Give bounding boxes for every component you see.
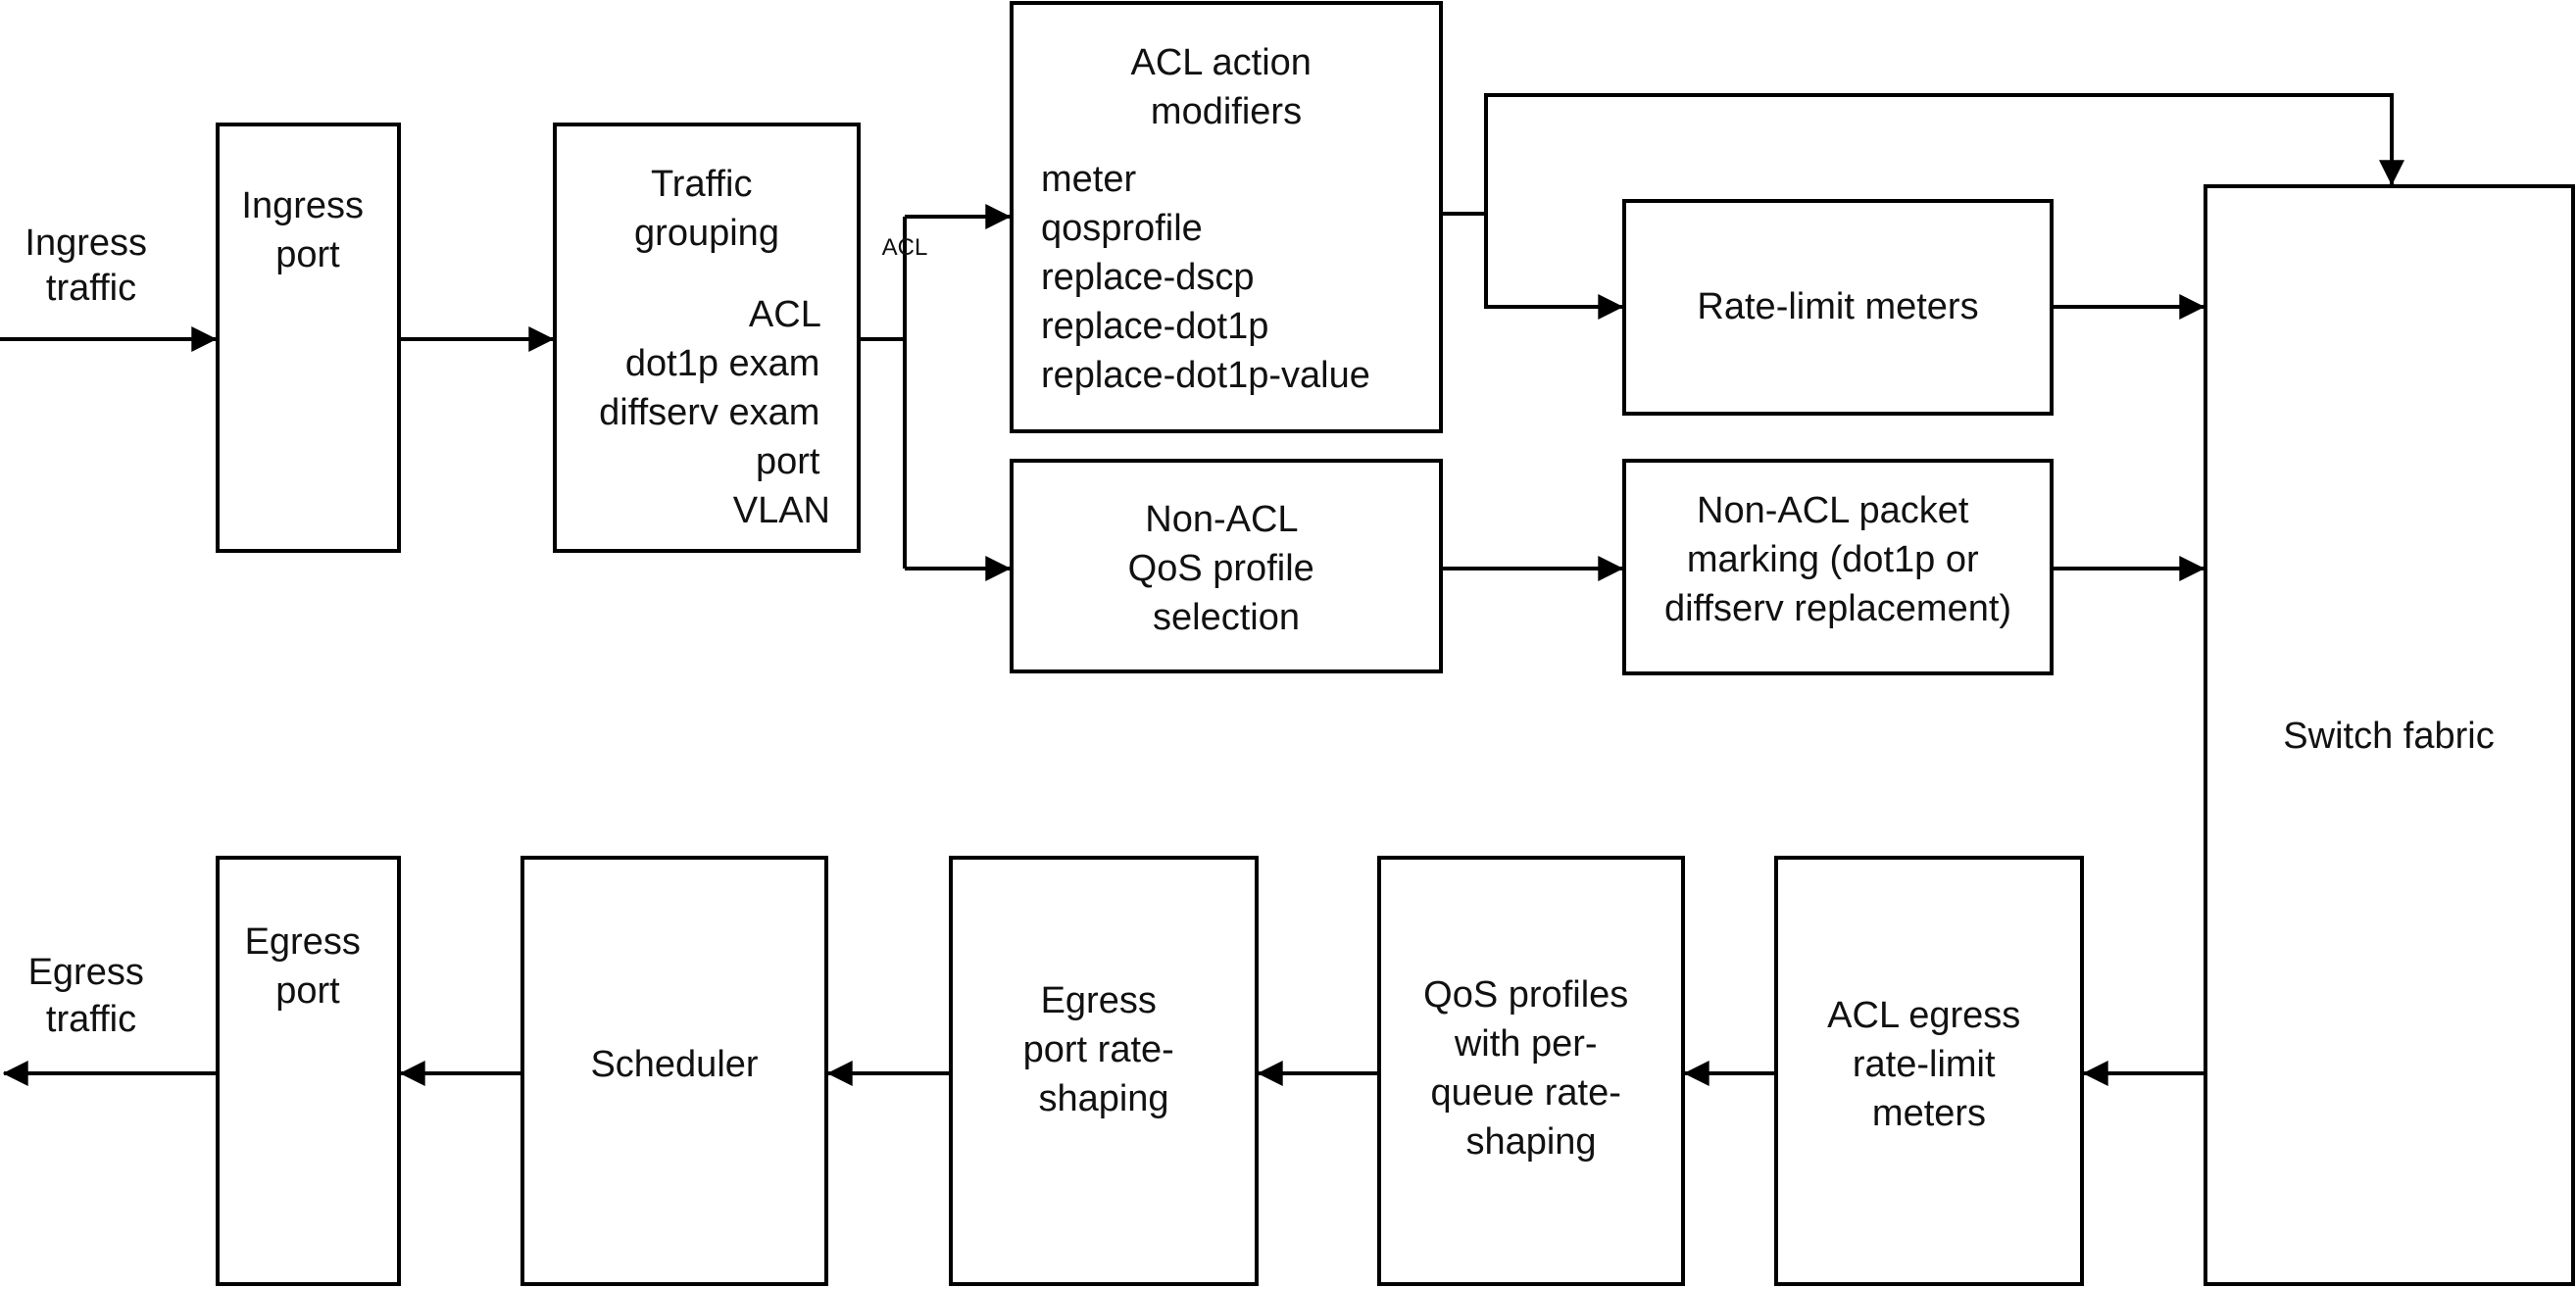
acl-action-modifiers-title: ACL action modifiers [1130,42,1321,132]
acl-action-modifiers-box [1010,1,1443,433]
ingress-port-box [216,123,401,553]
acl-branch-label: ACL [882,234,928,261]
switch-fabric-label: Switch fabric [2283,716,2494,757]
traffic-grouping-title: Traffic grouping [634,164,779,254]
acl-egress-meters-label: ACL egress rate-limit meters [1827,995,2031,1134]
qos-profiles-shaping-label: QoS profiles with per- queue rate- shapi… [1423,974,1639,1163]
acl-action-modifiers-list: meter qosprofile replace-dscp replace-do… [1041,159,1370,396]
egress-port-shaping-box [949,856,1259,1286]
switch-fabric-box [2204,184,2575,1286]
ingress-port-label: Ingress port [241,185,373,275]
egress-port-shaping-label: Egress port rate- shaping [1023,980,1185,1119]
non-acl-marking-label: Non-ACL packet marking (dot1p or diffser… [1664,490,2011,629]
acl-egress-meters-box [1774,856,2084,1286]
qos-profiles-shaping-box [1377,856,1685,1286]
modifiers-to-meters-arrow [1484,214,1624,320]
non-acl-marking-box [1622,459,2054,675]
non-acl-qos-selection-label: Non-ACL QoS profile selection [1128,499,1325,638]
ingress-traffic-label: Ingress traffic [25,223,157,309]
scheduler-label: Scheduler [590,1044,758,1085]
non-acl-qos-selection-box [1010,459,1443,673]
egress-port-box [216,856,401,1286]
egress-port-label: Egress port [245,921,372,1012]
rate-limit-meters-label: Rate-limit meters [1697,286,1978,327]
modifiers-to-fabric-arrow [1484,93,2404,214]
egress-traffic-label: Egress traffic [28,952,155,1040]
traffic-grouping-criteria: ACL dot1p exam diffserv exam port VLAN [599,294,830,531]
rate-limit-meters-box [1622,199,2054,416]
traffic-grouping-box [553,123,861,553]
scheduler-box [520,856,828,1286]
